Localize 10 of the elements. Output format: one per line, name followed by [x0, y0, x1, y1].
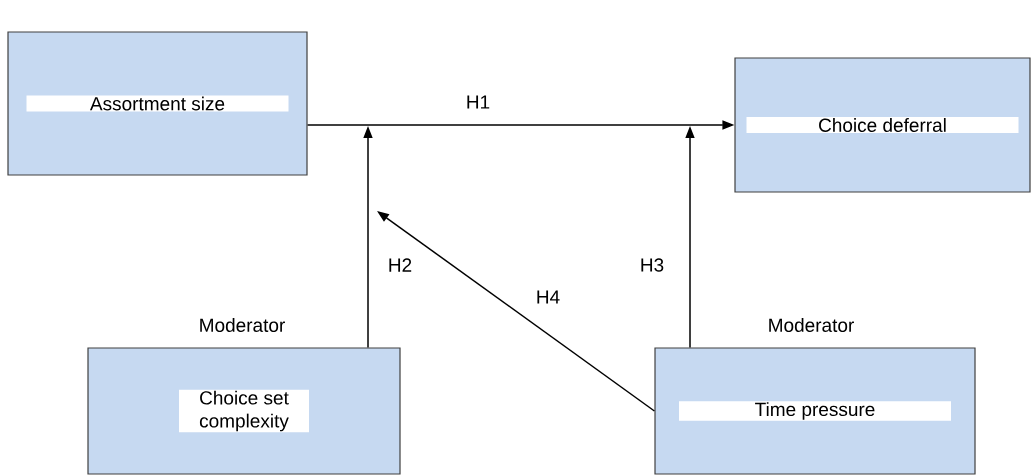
edge-label: H4 — [537, 290, 560, 304]
moderator-label: Moderator — [769, 318, 854, 332]
concept-box: Choice set complexity — [87, 347, 401, 475]
moderator-label: Moderator — [200, 318, 285, 332]
edge-label: H1 — [467, 95, 490, 109]
concept-box: Time pressure — [654, 347, 976, 475]
concept-box: Assortment size — [7, 31, 308, 176]
edge-label: H2 — [389, 258, 412, 272]
concept-box: Choice deferral — [734, 57, 1031, 193]
edge-label: H3 — [641, 258, 664, 272]
